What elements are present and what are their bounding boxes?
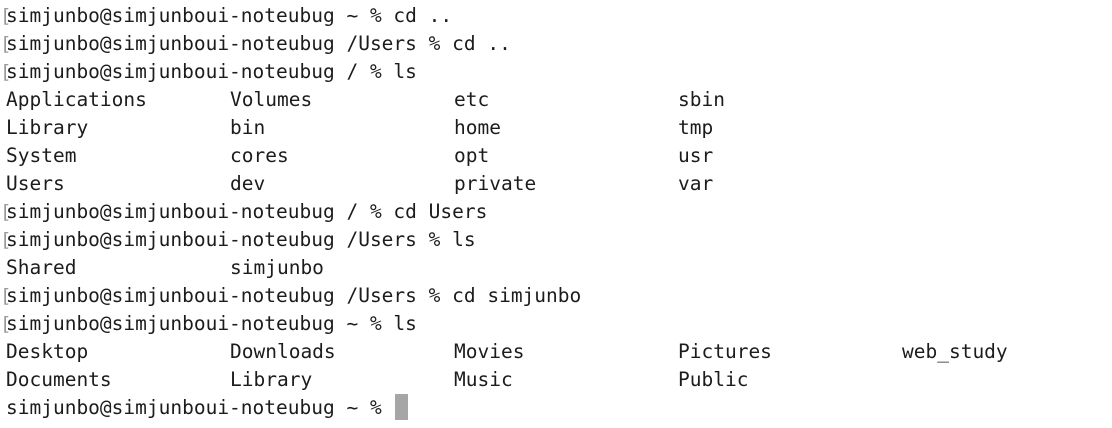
ls-entry: private [454,172,537,195]
command-line: [simjunbo@simjunboui-noteubug / % ls [0,58,1112,86]
command-line: [simjunbo@simjunboui-noteubug ~ % ls [0,310,1112,338]
ls-entry: Downloads [230,340,336,363]
ls-entry: usr [678,144,714,167]
prompt-text: simjunbo@simjunboui-noteubug ~ % [6,396,394,419]
ls-entry: Documents [6,368,112,391]
ls-entry: System [6,144,77,167]
ls-entry: Public [678,368,749,391]
ls-output-row: Shared simjunbo [0,254,1112,282]
current-prompt-line[interactable]: simjunbo@simjunboui-noteubug ~ % [0,394,1112,422]
ls-output-row: Library bin home tmp [0,114,1112,142]
ls-output-row: System cores opt usr [0,142,1112,170]
ls-entry: var [678,172,714,195]
ls-entry: bin [230,116,266,139]
ls-entry: web_study [902,340,1008,363]
command-text: simjunbo@simjunboui-noteubug /Users % cd… [6,284,582,307]
ls-entry: etc [454,88,490,111]
ls-entry: tmp [678,116,714,139]
ls-entry: home [454,116,501,139]
command-line: [simjunbo@simjunboui-noteubug /Users % l… [0,226,1112,254]
command-text: simjunbo@simjunboui-noteubug ~ % cd .. [6,4,453,27]
line-bracket-marker: [ [0,201,12,223]
line-bracket-marker: [ [0,5,12,27]
command-text: simjunbo@simjunboui-noteubug ~ % ls [6,312,417,335]
line-bracket-marker: [ [0,313,12,335]
ls-entry: Pictures [678,340,772,363]
ls-entry: Music [454,368,513,391]
command-text: simjunbo@simjunboui-noteubug / % ls [6,60,417,83]
text-cursor[interactable] [395,394,409,420]
ls-entry: Volumes [230,88,313,111]
ls-entry: opt [454,144,490,167]
ls-entry: Library [6,116,89,139]
ls-entry: dev [230,172,266,195]
command-line: [simjunbo@simjunboui-noteubug /Users % c… [0,30,1112,58]
ls-output-row: Users dev private var [0,170,1112,198]
command-text: simjunbo@simjunboui-noteubug / % cd User… [6,200,488,223]
ls-output-row: Desktop Downloads Movies Pictures web_study [0,338,1112,366]
ls-entry: Applications [6,88,147,111]
line-bracket-marker: [ [0,33,12,55]
line-bracket-marker: [ [0,285,12,307]
command-line: [simjunbo@simjunboui-noteubug / % cd Use… [0,198,1112,226]
ls-entry: Users [6,172,65,195]
line-bracket-marker: [ [0,229,12,251]
ls-output-row: Documents Library Music Public [0,366,1112,394]
ls-entry: Movies [454,340,525,363]
command-text: simjunbo@simjunboui-noteubug /Users % cd… [6,32,511,55]
ls-entry: cores [230,144,289,167]
ls-entry: Library [230,368,313,391]
ls-output-row: Applications Volumes etc sbin [0,86,1112,114]
ls-entry: Shared [6,256,77,279]
line-bracket-marker: [ [0,61,12,83]
command-line: [simjunbo@simjunboui-noteubug ~ % cd .. [0,2,1112,30]
ls-entry: sbin [678,88,725,111]
command-line: [simjunbo@simjunboui-noteubug /Users % c… [0,282,1112,310]
ls-entry: Desktop [6,340,89,363]
command-text: simjunbo@simjunboui-noteubug /Users % ls [6,228,476,251]
ls-entry: simjunbo [230,256,324,279]
